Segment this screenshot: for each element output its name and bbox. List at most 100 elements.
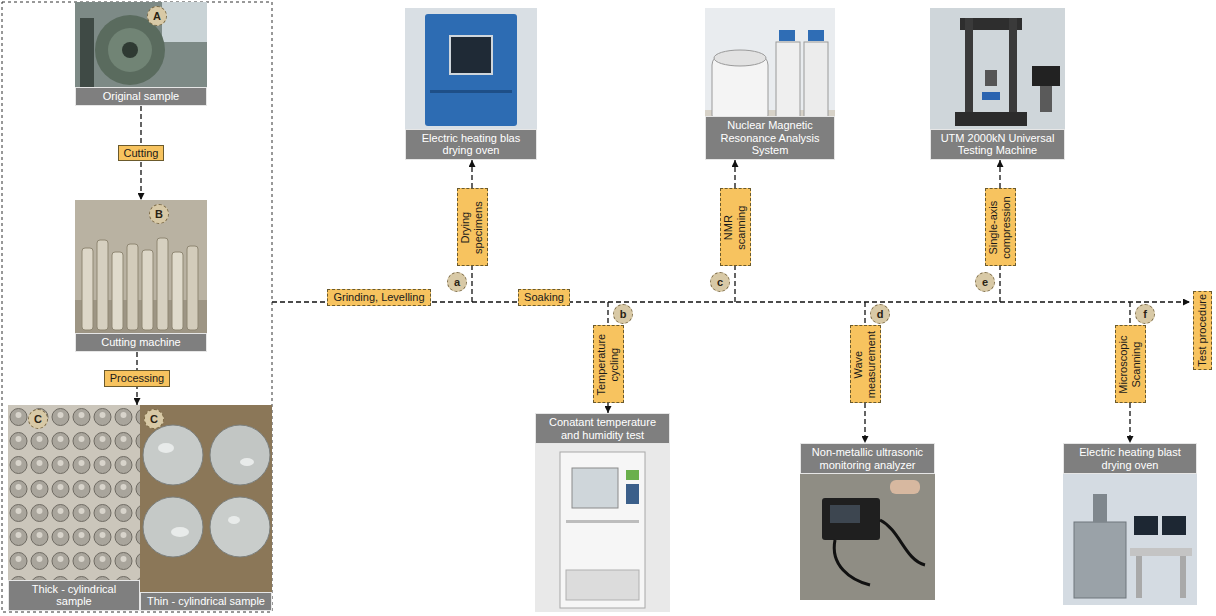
letter-badge: C bbox=[144, 409, 164, 429]
arrow-connector bbox=[471, 160, 472, 188]
caption-text: Electric heating blas drying oven bbox=[405, 129, 537, 160]
nmr-system-photo bbox=[776, 42, 800, 126]
caption-text: Non-metallic ultrasonic monitoring analy… bbox=[800, 443, 935, 474]
letter-badge: a bbox=[447, 272, 467, 292]
cutting-machine-photo bbox=[187, 246, 198, 330]
original-sample-photo bbox=[80, 18, 94, 88]
caption-text: Original sample bbox=[75, 87, 207, 106]
testing-machine-photo bbox=[930, 8, 1065, 160]
climate-chamber-photo bbox=[626, 484, 639, 504]
step-label: Microscopic Scanning bbox=[1117, 328, 1142, 400]
letter-badge: c bbox=[710, 272, 730, 292]
caption-text: UTM 2000kN Universal Testing Machine bbox=[930, 129, 1065, 160]
thin-sample-photo bbox=[210, 497, 270, 557]
drying-oven-photo bbox=[405, 8, 537, 160]
step-tag: Temperature cycling bbox=[593, 325, 624, 403]
electron-microscope-photo bbox=[1093, 494, 1107, 522]
original-sample-photo bbox=[75, 2, 207, 106]
ultrasonic-analyzer-photo bbox=[890, 480, 920, 494]
step-label: Grinding, Levelling bbox=[328, 290, 430, 305]
ultrasonic-analyzer-photo bbox=[880, 520, 925, 565]
drying-oven-photo bbox=[425, 14, 517, 126]
thin-sample-photo bbox=[140, 405, 272, 611]
testing-machine-photo bbox=[982, 92, 1000, 100]
climate-chamber-photo bbox=[572, 468, 618, 508]
thin-sample-photo bbox=[240, 458, 254, 466]
thick-sample-photo bbox=[8, 405, 140, 611]
ultrasonic-analyzer-photo bbox=[800, 443, 935, 600]
letter-badge: b bbox=[613, 304, 633, 324]
step-label: Soaking bbox=[519, 290, 569, 305]
badge-letter: d bbox=[871, 305, 889, 323]
photo-card: Non-metallic ultrasonic monitoring analy… bbox=[800, 443, 935, 600]
thin-sample-photo bbox=[228, 516, 240, 524]
badge-letter: B bbox=[150, 205, 168, 223]
badge-letter: f bbox=[1136, 305, 1154, 323]
ultrasonic-analyzer-photo bbox=[830, 505, 860, 523]
cutting-machine-photo bbox=[127, 244, 138, 330]
arrow-connector bbox=[999, 160, 1000, 188]
photo-card: Thick - cylindrical sampleC bbox=[8, 405, 140, 611]
nmr-system-photo bbox=[705, 8, 835, 160]
badge-letter: a bbox=[448, 273, 466, 291]
nmr-system-photo bbox=[779, 30, 795, 41]
thin-sample-photo bbox=[143, 497, 203, 557]
electron-microscope-photo bbox=[1134, 516, 1158, 535]
original-sample-photo bbox=[122, 42, 138, 58]
badge-letter: C bbox=[29, 410, 47, 428]
badge-letter: c bbox=[711, 273, 729, 291]
electron-microscope-photo bbox=[1162, 516, 1186, 535]
thin-sample-photo bbox=[210, 425, 270, 485]
step-tag: Single-axis compression bbox=[985, 188, 1016, 266]
electron-microscope-photo bbox=[1130, 548, 1192, 556]
letter-badge: e bbox=[975, 272, 995, 292]
step-tag: Wave measurement bbox=[850, 325, 881, 403]
arrow-connector bbox=[607, 403, 608, 413]
electron-microscope-photo bbox=[1063, 443, 1197, 605]
ultrasonic-analyzer-photo bbox=[834, 540, 870, 585]
electron-microscope-photo bbox=[1074, 522, 1126, 598]
cutting-machine-photo bbox=[75, 200, 207, 352]
letter-badge: A bbox=[147, 6, 167, 26]
step-tag: Drying specimens bbox=[457, 188, 488, 266]
letter-badge: f bbox=[1135, 304, 1155, 324]
thick-sample-photo bbox=[8, 405, 140, 611]
electron-microscope-photo bbox=[1063, 443, 1197, 605]
step-label: Drying specimens bbox=[459, 191, 484, 263]
nmr-system-photo bbox=[705, 8, 835, 160]
edge-label: Cutting bbox=[118, 145, 165, 162]
testing-machine-photo bbox=[1040, 86, 1052, 112]
testing-machine-photo bbox=[955, 112, 1027, 126]
nmr-system-photo bbox=[804, 42, 828, 126]
thin-sample-photo bbox=[158, 443, 174, 453]
photo-card: Conatant temperature and humidity test bbox=[535, 413, 670, 612]
sample-box-outline bbox=[2, 2, 272, 612]
electron-microscope-photo bbox=[1180, 556, 1186, 598]
climate-chamber-photo bbox=[560, 452, 645, 608]
cutting-machine-photo bbox=[97, 240, 108, 330]
step-label: NMR scanning bbox=[722, 191, 747, 263]
cutting-machine-photo bbox=[82, 248, 93, 330]
testing-machine-photo bbox=[965, 18, 973, 118]
nmr-system-photo bbox=[705, 110, 835, 160]
arrow-connector bbox=[734, 160, 735, 188]
letter-badge: d bbox=[870, 304, 890, 324]
badge-letter: e bbox=[976, 273, 994, 291]
cutting-machine-photo bbox=[172, 252, 183, 330]
photo-card: Thin - cylindrical sample C bbox=[140, 405, 272, 611]
photo-card: Nuclear Magnetic Resonance Analysis Syst… bbox=[705, 8, 835, 160]
cutting-machine-photo bbox=[142, 250, 153, 330]
photo-card: Electric heating blas drying oven bbox=[405, 8, 537, 160]
testing-machine-photo bbox=[930, 8, 1065, 160]
drying-oven-photo bbox=[450, 36, 492, 74]
badge-letter: b bbox=[614, 305, 632, 323]
step-tag: Test procedure bbox=[1193, 291, 1212, 370]
badge-letter: C bbox=[145, 410, 163, 428]
drying-oven-photo bbox=[430, 90, 512, 93]
edge-label: Processing bbox=[104, 370, 170, 387]
ultrasonic-analyzer-photo bbox=[822, 498, 880, 540]
testing-machine-photo bbox=[1032, 66, 1060, 86]
caption-text: Thin - cylindrical sample bbox=[140, 592, 272, 611]
testing-machine-photo bbox=[1009, 18, 1017, 118]
caption-text: Cutting machine bbox=[75, 333, 207, 352]
